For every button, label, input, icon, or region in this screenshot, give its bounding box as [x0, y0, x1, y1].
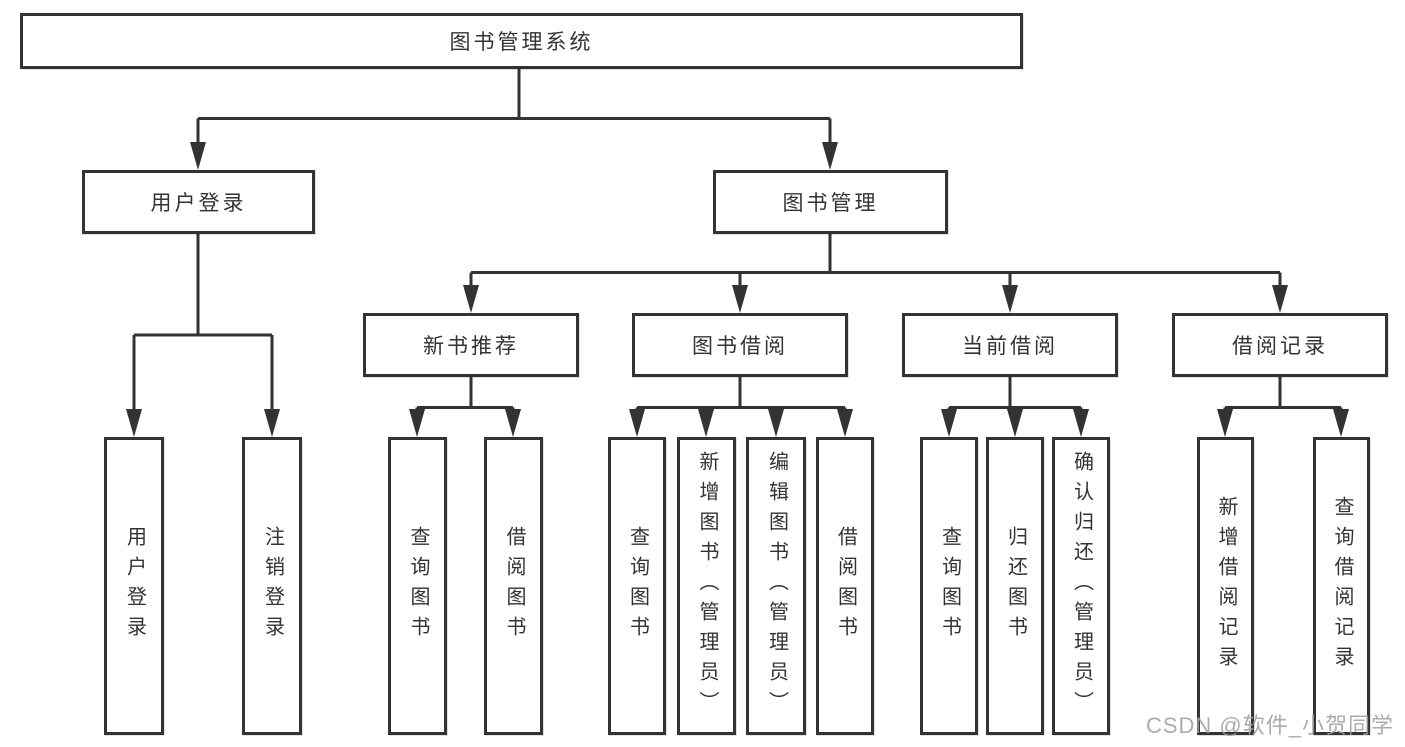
node-book-management: 图书管理: [713, 170, 948, 234]
arrowhead: [837, 409, 853, 437]
arrowhead: [190, 142, 206, 170]
leaf-confirm-return-admin: 确认归还（管理员）: [1052, 437, 1110, 735]
node-user-login: 用户登录: [82, 170, 315, 234]
arrowhead: [1002, 285, 1018, 313]
node-label: 新增借阅记录: [1215, 496, 1237, 676]
arrowhead: [126, 409, 142, 437]
leaf-add-borrow-record: 新增借阅记录: [1197, 437, 1254, 735]
leaf-user-login: 用户登录: [104, 437, 164, 735]
node-library-system: 图书管理系统: [20, 13, 1023, 69]
node-label: 用户登录: [123, 526, 146, 646]
node-book-borrowing: 图书借阅: [632, 313, 848, 377]
arrowhead: [409, 409, 425, 437]
node-label: 查询图书: [938, 526, 961, 646]
arrowhead: [941, 409, 957, 437]
node-new-book-recommendation: 新书推荐: [363, 313, 579, 377]
leaf-return-books: 归还图书: [986, 437, 1044, 735]
arrowhead: [1272, 285, 1288, 313]
node-borrowing-records: 借阅记录: [1172, 313, 1388, 377]
leaf-query-books-borrowing: 查询图书: [608, 437, 666, 735]
arrowhead: [768, 409, 784, 437]
node-label: 借阅记录: [1232, 335, 1328, 358]
arrowhead: [1007, 409, 1023, 437]
node-label: 借阅图书: [503, 526, 525, 646]
node-label: 图书管理系统: [449, 31, 594, 54]
arrowhead: [822, 142, 838, 170]
arrowhead: [1073, 409, 1089, 437]
node-label: 图书借阅: [692, 335, 788, 358]
node-label: 图书管理: [782, 192, 879, 215]
watermark: CSDN @软件_小贺同学: [1145, 713, 1394, 738]
arrowhead: [1333, 409, 1349, 437]
node-current-borrowing: 当前借阅: [902, 313, 1118, 377]
node-label: 新增图书（管理员）: [696, 451, 718, 721]
node-label: 借阅图书: [834, 526, 857, 646]
arrowhead: [732, 285, 748, 313]
node-label: 注销登录: [261, 526, 284, 646]
leaf-query-books-current: 查询图书: [920, 437, 978, 735]
leaf-query-borrow-record: 查询借阅记录: [1313, 437, 1370, 735]
leaf-logout: 注销登录: [242, 437, 302, 735]
node-label: 查询图书: [407, 526, 429, 646]
arrowhead: [463, 285, 479, 313]
arrowhead: [1217, 409, 1233, 437]
node-label: 查询图书: [626, 526, 649, 646]
leaf-add-books-admin: 新增图书（管理员）: [677, 437, 736, 735]
arrowhead: [698, 409, 714, 437]
node-label: 用户登录: [150, 192, 247, 215]
node-label: 查询借阅记录: [1331, 496, 1353, 676]
leaf-query-books-recommend: 查询图书: [388, 437, 447, 735]
node-label: 确认归还（管理员）: [1070, 451, 1093, 721]
leaf-edit-books-admin: 编辑图书（管理员）: [746, 437, 806, 735]
node-label: 新书推荐: [423, 335, 519, 358]
node-label: 编辑图书（管理员）: [765, 451, 788, 721]
node-label: 当前借阅: [962, 335, 1058, 358]
arrowhead: [505, 409, 521, 437]
leaf-borrow-books-recommend: 借阅图书: [484, 437, 543, 735]
node-label: 归还图书: [1004, 526, 1027, 646]
arrowhead: [264, 409, 280, 437]
arrowhead: [629, 409, 645, 437]
leaf-borrow-books: 借阅图书: [816, 437, 874, 735]
